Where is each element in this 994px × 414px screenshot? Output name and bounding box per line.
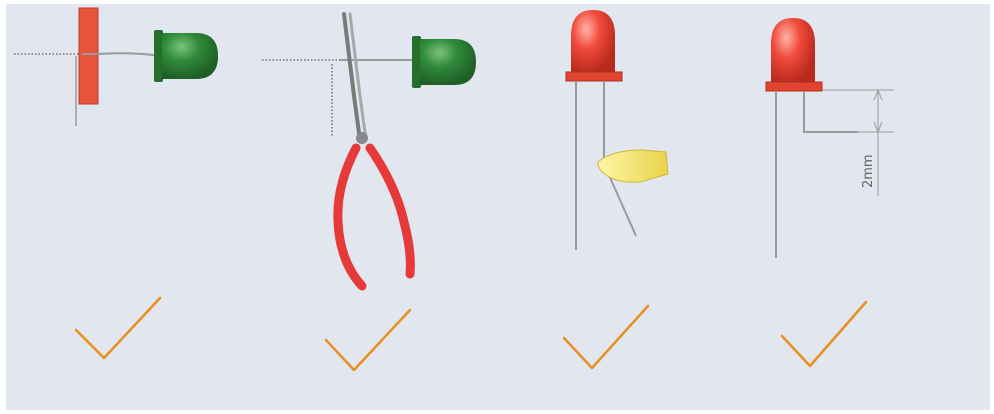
checkmark-icon [562,304,650,370]
checkmark-icon [74,296,162,360]
lead-wire-bent [82,52,155,56]
dimension-arrow-bottom [873,121,883,134]
cutter-jaw-icon [597,149,669,183]
green-led [154,30,218,82]
red-led [765,18,823,92]
red-led [565,10,623,82]
dimension-label: 2mm [861,154,876,188]
step-4-bend-distance: 2mm [765,18,894,258]
step-1-lead-through-board [14,7,218,126]
lead-wire-right-bent [803,92,858,133]
step-2-bend-with-pliers [262,12,476,291]
green-led [412,36,476,88]
pliers-right-handle [365,143,415,279]
pliers-icon [333,12,415,291]
step-3-cut-lead [565,10,669,250]
checkmark-icon [780,300,868,368]
pliers-left-handle [333,143,367,291]
circuit-board [78,7,99,105]
checkmarks [74,296,868,372]
checkmark-icon [324,308,412,372]
dimension-arrow-top [873,88,883,101]
